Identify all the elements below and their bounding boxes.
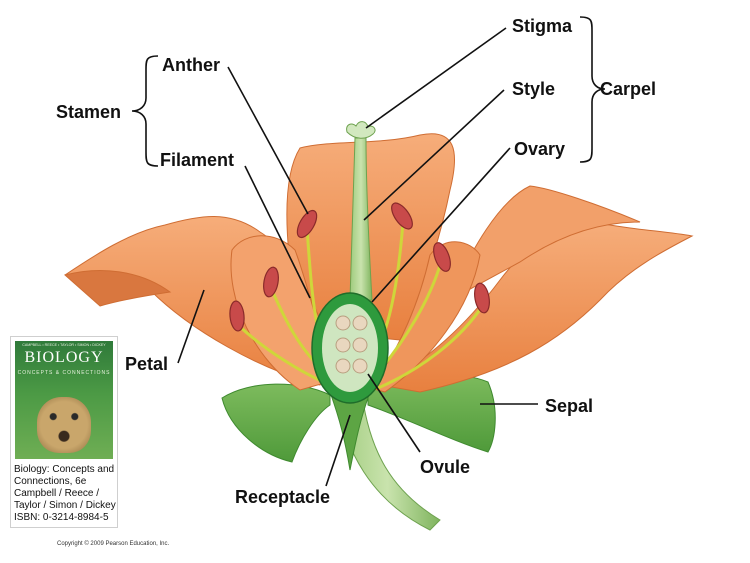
label-sepal: Sepal	[545, 396, 593, 416]
book-citation: Biology: Concepts and Connections, 6e Ca…	[14, 464, 118, 524]
carpel-brace	[579, 16, 606, 163]
label-style: Style	[512, 79, 555, 99]
book-cover-authors: CAMPBELL • REECE • TAYLOR • SIMON • DICK…	[22, 343, 106, 347]
book-line: Biology: Concepts and	[14, 464, 115, 475]
book-cover: CAMPBELL • REECE • TAYLOR • SIMON • DICK…	[15, 341, 113, 459]
book-cover-title: BIOLOGY	[24, 349, 104, 366]
textbook-inset: CAMPBELL • REECE • TAYLOR • SIMON • DICK…	[10, 336, 118, 528]
label-stigma: Stigma	[512, 16, 573, 36]
stamen-brace	[131, 55, 159, 167]
petal-left-fold	[63, 270, 172, 307]
book-line: Connections, 6e	[14, 476, 87, 487]
book-cover-subtitle: CONCEPTS & CONNECTIONS	[17, 370, 111, 376]
book-line: Campbell / Reece /	[14, 488, 100, 499]
book-line: ISBN: 0-3214-8984-5	[14, 512, 109, 523]
leopard-image	[37, 397, 91, 453]
petal-right-upper	[449, 185, 641, 302]
book-line: Taylor / Simon / Dickey	[14, 500, 116, 511]
label-stamen: Stamen	[56, 102, 121, 122]
label-ovary: Ovary	[514, 139, 565, 159]
ovary-chamber	[322, 304, 378, 392]
label-petal: Petal	[125, 354, 168, 374]
anthers	[229, 202, 490, 332]
label-carpel: Carpel	[600, 79, 656, 99]
label-filament: Filament	[160, 150, 234, 170]
label-ovule: Ovule	[420, 457, 470, 477]
sepal-center	[329, 391, 371, 471]
ovules	[335, 315, 368, 374]
copyright-notice: Copyright © 2009 Pearson Education, Inc.	[57, 541, 170, 547]
petal-front-right	[369, 241, 481, 393]
sepal-left	[221, 383, 331, 463]
label-anther: Anther	[162, 55, 220, 75]
label-receptacle: Receptacle	[235, 487, 330, 507]
pointer-lines	[177, 27, 538, 487]
